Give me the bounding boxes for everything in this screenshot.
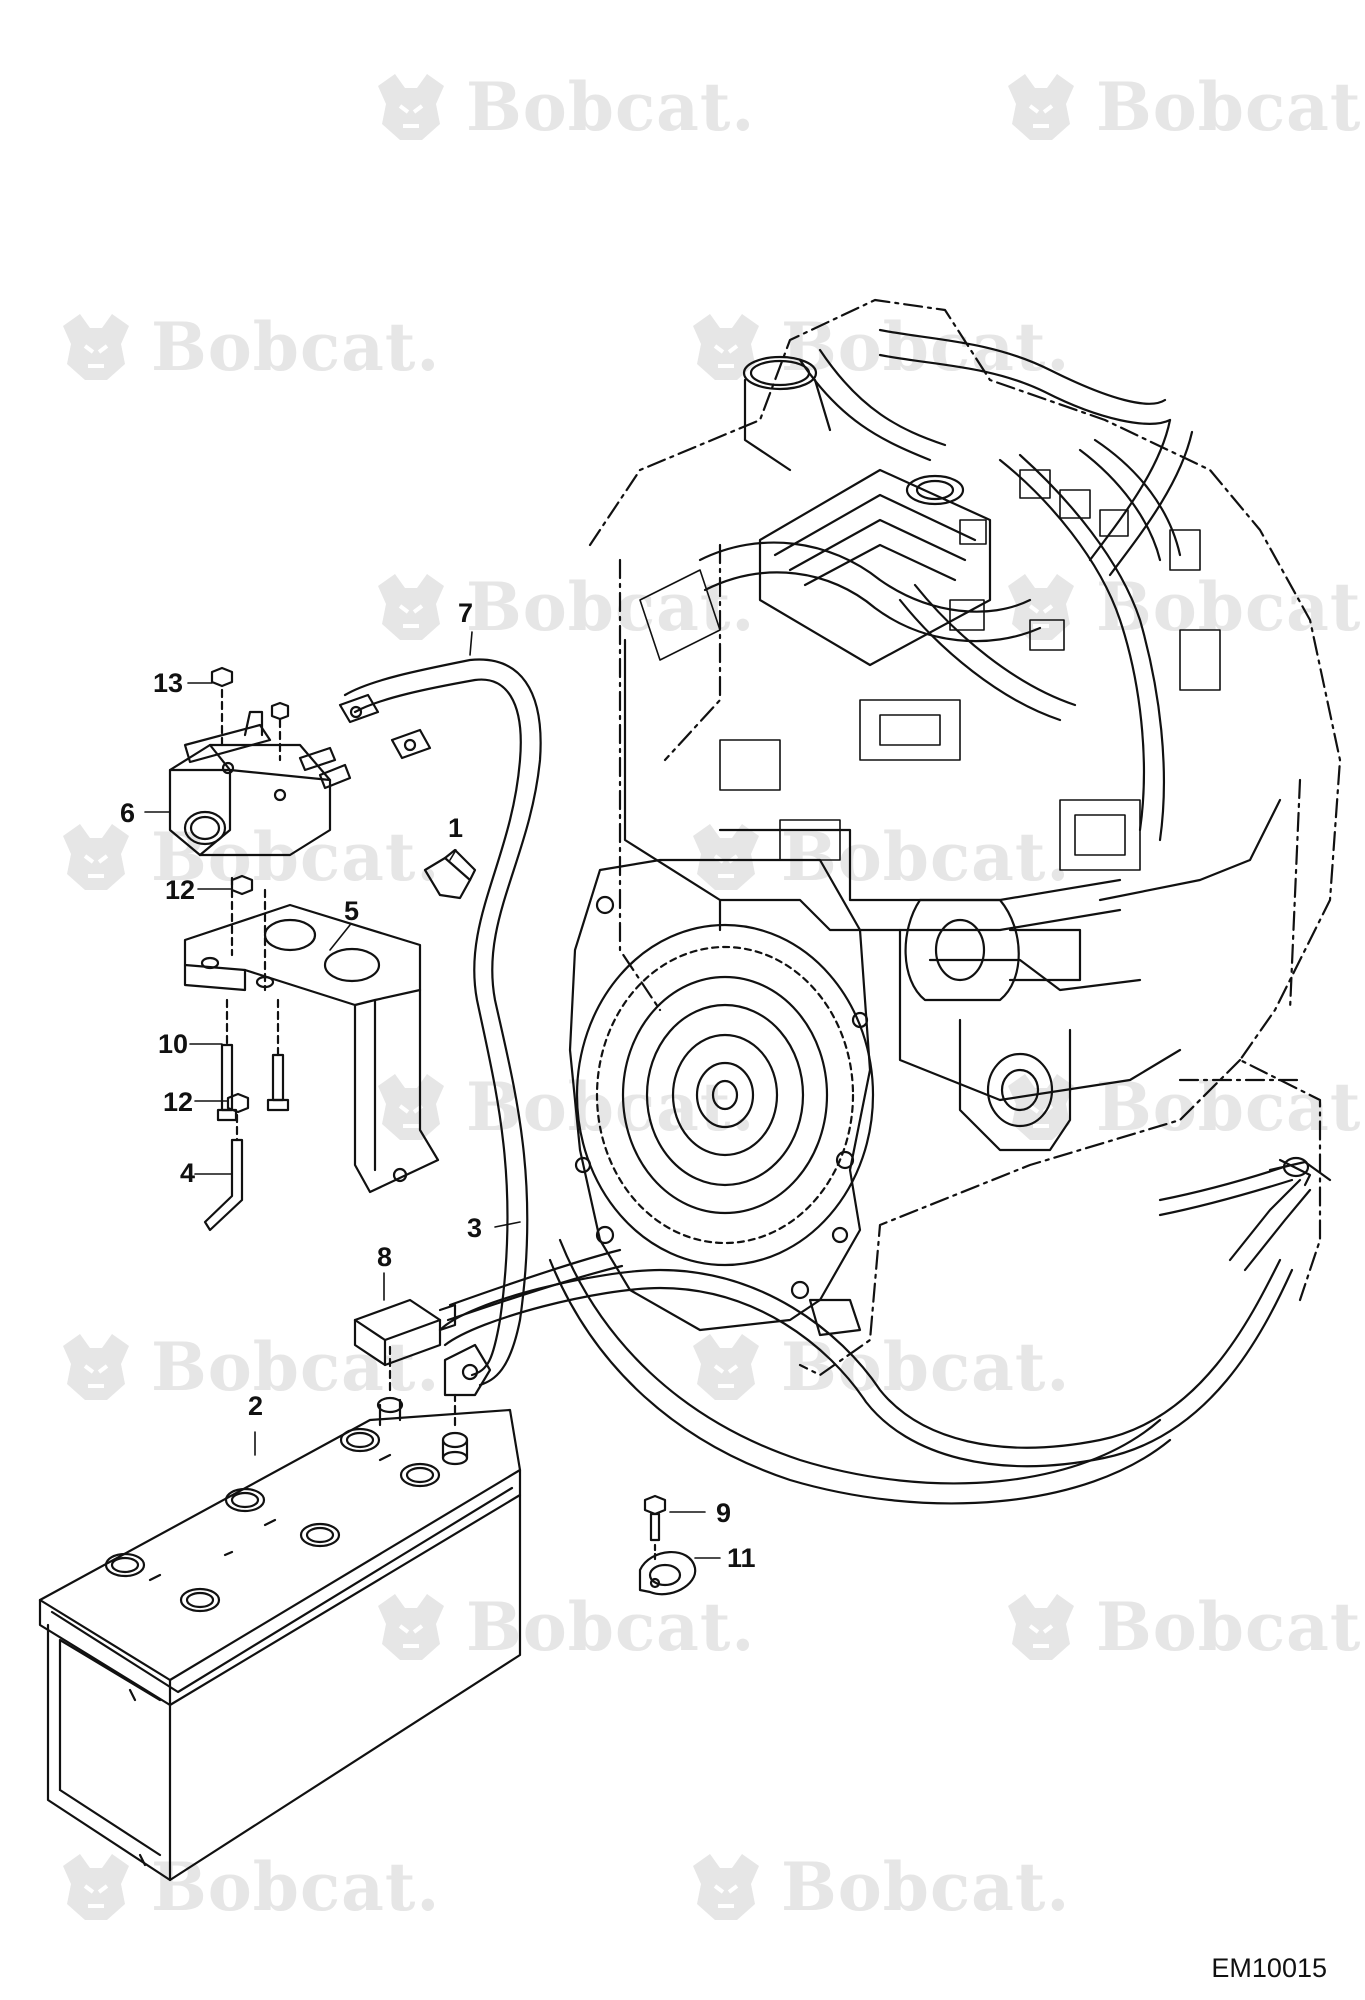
callout-11: 11 — [727, 1543, 756, 1573]
watermark-text: Bobcat. — [1096, 1588, 1365, 1666]
relay-assembly — [168, 693, 432, 857]
watermark-logo — [693, 1334, 759, 1400]
watermark-text: Bobcat. — [781, 308, 1071, 386]
watermark-logo — [63, 1854, 129, 1920]
watermark-text: Bobcat. — [781, 818, 1071, 896]
callout-13: 13 — [153, 668, 184, 698]
watermark-text: Bobcat. — [151, 308, 441, 386]
watermark-logo — [1008, 1594, 1074, 1660]
callout-1: 1 — [448, 813, 464, 843]
callout-10: 10 — [158, 1029, 189, 1059]
watermark-text: Bobcat. — [466, 568, 756, 646]
watermark-logo — [378, 74, 444, 140]
leader-lines — [144, 631, 721, 1559]
nut-13 — [210, 666, 234, 747]
nut-relay-top — [270, 701, 290, 762]
cable-routing — [343, 658, 1332, 1505]
watermark-logo — [1008, 574, 1074, 640]
drawing-code: EM10015 — [1211, 1953, 1327, 1983]
watermark-logo — [63, 1334, 129, 1400]
watermark-text: Bobcat. — [781, 1328, 1071, 1406]
watermark-text: Bobcat. — [466, 1588, 756, 1666]
callout-12-lower: 12 — [163, 1087, 194, 1117]
watermark-logo — [378, 574, 444, 640]
bracket-5 — [183, 876, 440, 1194]
clip-1 — [423, 848, 477, 900]
clamp-11 — [638, 1551, 697, 1596]
watermark-text: Bobcat. — [1096, 568, 1365, 646]
callout-4: 4 — [180, 1158, 196, 1188]
callout-12-upper: 12 — [165, 875, 196, 905]
watermark-text: Bobcat. — [781, 1848, 1071, 1926]
watermark-logo — [693, 314, 759, 380]
watermark-text: Bobcat. — [1096, 68, 1365, 146]
rod-4 — [203, 1113, 244, 1232]
engine-assembly — [568, 298, 1342, 1377]
callout-5: 5 — [344, 896, 360, 926]
battery-2 — [38, 1343, 522, 1882]
bolt-10 — [216, 998, 290, 1122]
watermark-logo — [1008, 74, 1074, 140]
nut-12-lower — [226, 1092, 250, 1114]
watermark-text: Bobcat. — [151, 818, 441, 896]
nut-12-upper — [230, 874, 254, 896]
callout-3: 3 — [467, 1213, 483, 1243]
watermark-text: Bobcat. — [466, 68, 756, 146]
terminal-cover-8 — [353, 1298, 457, 1367]
watermark-logo — [378, 1594, 444, 1660]
positive-terminal-lug — [443, 1343, 492, 1397]
callout-6: 6 — [120, 798, 136, 828]
watermark-logo — [63, 824, 129, 890]
watermark-logo — [63, 314, 129, 380]
callout-9: 9 — [716, 1498, 732, 1528]
watermark-text: Bobcat. — [151, 1328, 441, 1406]
callout-7: 7 — [458, 598, 474, 628]
callout-2: 2 — [248, 1391, 264, 1421]
watermark-text: Bobcat. — [151, 1848, 441, 1926]
bolt-9 — [643, 1494, 667, 1562]
callout-8: 8 — [377, 1242, 393, 1272]
watermark-logo — [693, 1854, 759, 1920]
